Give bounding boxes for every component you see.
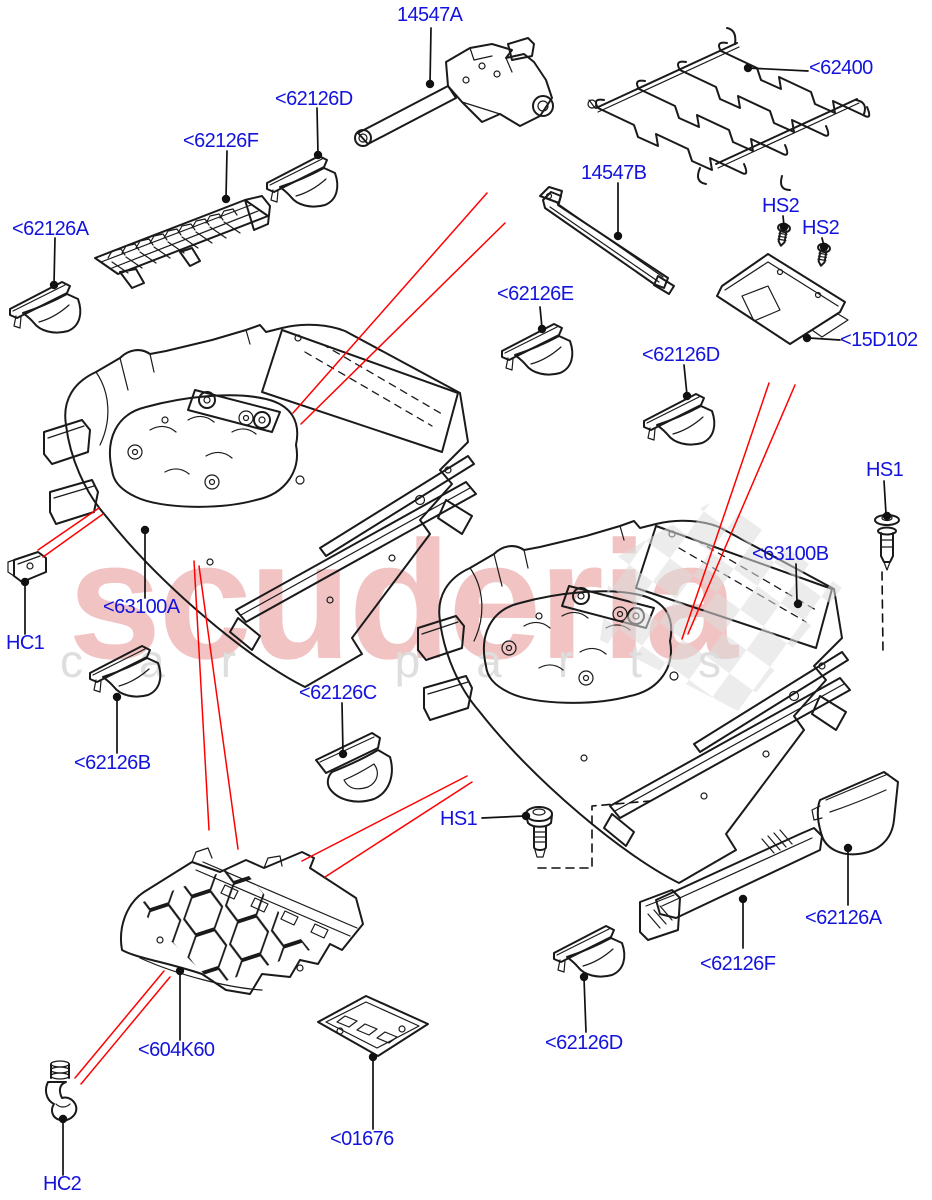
part-62126a-top	[9, 281, 82, 334]
part-label-62126d-right[interactable]: <62126D	[642, 344, 720, 366]
part-label-hs1-bottom[interactable]: HS1	[440, 808, 478, 830]
part-62126d-right	[643, 393, 716, 446]
part-label-62126c[interactable]: <62126C	[299, 682, 377, 704]
part-62126e	[501, 323, 574, 376]
part-62126d-bottom	[553, 925, 626, 978]
part-label-62126f-top[interactable]: <62126F	[183, 130, 259, 152]
part-label-62126e[interactable]: <62126E	[497, 283, 574, 305]
watermark-checkered-flag	[600, 498, 842, 712]
part-62126f-bottom-panel	[639, 827, 823, 941]
part-62126b	[89, 645, 162, 698]
part-label-hs1-right[interactable]: HS1	[866, 459, 904, 481]
part-62126c-clip	[315, 732, 393, 803]
part-label-62126b[interactable]: <62126B	[74, 752, 151, 774]
part-label-62126d-bottom[interactable]: <62126D	[545, 1032, 623, 1054]
part-label-604k60[interactable]: <604K60	[138, 1039, 215, 1061]
part-15d102-panel	[716, 253, 849, 345]
part-label-14547a[interactable]: 14547A	[397, 4, 463, 26]
callout-leader-lines	[24, 27, 887, 1176]
part-label-62400[interactable]: <62400	[809, 57, 873, 79]
red-locator-lines	[37, 192, 796, 1085]
part-label-62126f-bottom[interactable]: <62126F	[700, 953, 776, 975]
part-14547b-brace	[539, 99, 675, 295]
part-hs1-bolt	[525, 806, 553, 858]
part-label-01676[interactable]: <01676	[330, 1128, 394, 1150]
part-label-62126a-br[interactable]: <62126A	[805, 907, 882, 929]
part-01676-plate	[317, 995, 429, 1057]
part-label-hc2[interactable]: HC2	[43, 1173, 82, 1195]
part-62126a-bottom-right	[811, 771, 899, 856]
part-label-62126d-top[interactable]: <62126D	[275, 88, 353, 110]
part-label-hs2-1[interactable]: HS2	[762, 195, 800, 217]
part-label-63100b[interactable]: <63100B	[752, 543, 829, 565]
part-label-15d102[interactable]: <15D102	[840, 329, 918, 351]
part-label-hc1[interactable]: HC1	[6, 632, 45, 654]
part-hc1-clip	[7, 551, 47, 583]
watermark-tagline: car parts	[60, 635, 777, 687]
part-62126f-top	[94, 195, 271, 289]
part-label-63100a[interactable]: <63100A	[103, 596, 180, 618]
part-14547a-actuator	[354, 37, 554, 147]
part-label-14547b[interactable]: 14547B	[581, 162, 647, 184]
part-hc2-clip	[45, 1060, 78, 1122]
part-label-62126a-top[interactable]: <62126A	[12, 218, 89, 240]
seat-frame-front-63100a	[43, 323, 477, 688]
part-hs1-pushpin	[874, 514, 900, 571]
part-604k60-seat-pan	[120, 847, 364, 995]
part-62126d-top	[266, 155, 339, 208]
part-label-hs2-2[interactable]: HS2	[802, 217, 840, 239]
callout-dots	[20, 63, 892, 1124]
part-62400-wire-mat	[595, 27, 871, 191]
